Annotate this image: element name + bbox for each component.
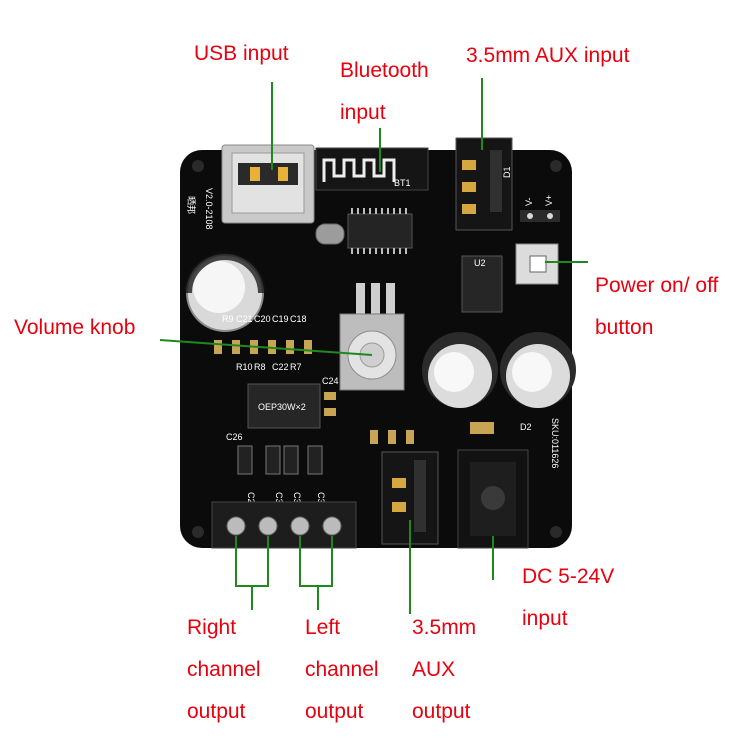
c24-label: C24 bbox=[322, 376, 339, 386]
ref-label: C18 bbox=[290, 314, 307, 324]
callout-usb-input: USB input bbox=[194, 42, 289, 65]
callout-aux-output: 3.5mm AUX output bbox=[412, 607, 476, 733]
voltage-regulator bbox=[461, 255, 503, 313]
leader-volume bbox=[159, 339, 373, 356]
callout-right-line2: channel bbox=[187, 658, 261, 681]
callout-aux-out-line2: AUX bbox=[412, 658, 456, 681]
usb-connector bbox=[221, 144, 315, 224]
bluetooth-ic bbox=[347, 213, 413, 249]
d2-label: D2 bbox=[520, 422, 532, 432]
callout-right-channel: Right channel output bbox=[187, 607, 261, 733]
mount-hole bbox=[550, 160, 562, 172]
c26-label: C26 bbox=[226, 432, 243, 442]
callout-bluetooth-line1: Bluetooth bbox=[340, 59, 429, 82]
version-label: V2.0-2108 bbox=[204, 188, 214, 230]
leader-left bbox=[299, 536, 333, 587]
callout-right-line1: Right bbox=[187, 616, 237, 639]
callout-aux-out-line1: 3.5mm bbox=[412, 616, 477, 639]
brand-label: 晒邦 bbox=[186, 196, 197, 214]
power-switch bbox=[515, 243, 559, 285]
callout-dc-input: DC 5-24V input bbox=[522, 556, 614, 640]
aux-input-jack bbox=[455, 137, 513, 231]
volume-potentiometer bbox=[339, 283, 405, 391]
callout-left-line3: output bbox=[305, 700, 364, 723]
c30-label: C30 bbox=[274, 492, 284, 509]
u2-label: U2 bbox=[474, 258, 486, 268]
ref-label: R7 bbox=[290, 362, 302, 372]
small-capacitors bbox=[237, 445, 323, 475]
ref-label: C22 bbox=[272, 362, 289, 372]
vminus-label: V- bbox=[524, 197, 534, 206]
capacitor-large-2 bbox=[500, 332, 576, 408]
callout-left-line1: Left bbox=[305, 616, 341, 639]
amplifier-ic: OEP30W×2 bbox=[247, 383, 321, 429]
ref-labels: R9 bbox=[222, 314, 234, 324]
callout-dc-line2: input bbox=[522, 607, 568, 630]
mount-hole bbox=[550, 526, 562, 538]
bt-label: BT1 bbox=[394, 178, 411, 188]
callout-power-line2: button bbox=[595, 316, 654, 339]
ref-label: C19 bbox=[272, 314, 289, 324]
power-pins bbox=[520, 210, 560, 222]
dc-barrel-jack bbox=[457, 449, 529, 549]
vplus-label: V+ bbox=[544, 195, 554, 206]
callout-right-line3: output bbox=[187, 700, 246, 723]
capacitor-left bbox=[184, 252, 266, 332]
crystal bbox=[315, 223, 345, 245]
c29-label: C29 bbox=[246, 492, 256, 509]
ic-pins bbox=[351, 208, 407, 254]
ref-label: C21 bbox=[236, 314, 253, 324]
ref-label: R8 bbox=[254, 362, 266, 372]
callout-bluetooth-line2: input bbox=[340, 101, 386, 124]
ref-label: C20 bbox=[254, 314, 271, 324]
amp-chip-label: OEP30W×2 bbox=[258, 402, 306, 412]
callout-left-channel: Left channel output bbox=[305, 607, 379, 733]
capacitor-large-1 bbox=[422, 332, 498, 408]
leader-lines bbox=[159, 78, 588, 614]
bluetooth-module: BT1 bbox=[315, 147, 429, 191]
callout-left-line2: channel bbox=[305, 658, 379, 681]
sku-label: SKU:011626 bbox=[550, 418, 560, 468]
c32-label: C32 bbox=[316, 492, 326, 509]
callout-power-button: Power on/ off button bbox=[595, 265, 718, 349]
callout-aux-input: 3.5mm AUX input bbox=[466, 44, 630, 67]
d1-label: D1 bbox=[502, 166, 512, 178]
callout-volume-knob: Volume knob bbox=[14, 316, 136, 339]
callout-dc-line1: DC 5-24V bbox=[522, 565, 615, 588]
mount-hole bbox=[192, 160, 204, 172]
mount-hole bbox=[192, 526, 204, 538]
speaker-terminal-block bbox=[211, 501, 357, 549]
callout-aux-out-line3: output bbox=[412, 700, 471, 723]
callout-bluetooth-input: Bluetooth input bbox=[340, 50, 429, 134]
ref-label: R10 bbox=[236, 362, 253, 372]
callout-power-line1: Power on/ off bbox=[595, 274, 719, 297]
c31-label: C31 bbox=[292, 492, 302, 509]
